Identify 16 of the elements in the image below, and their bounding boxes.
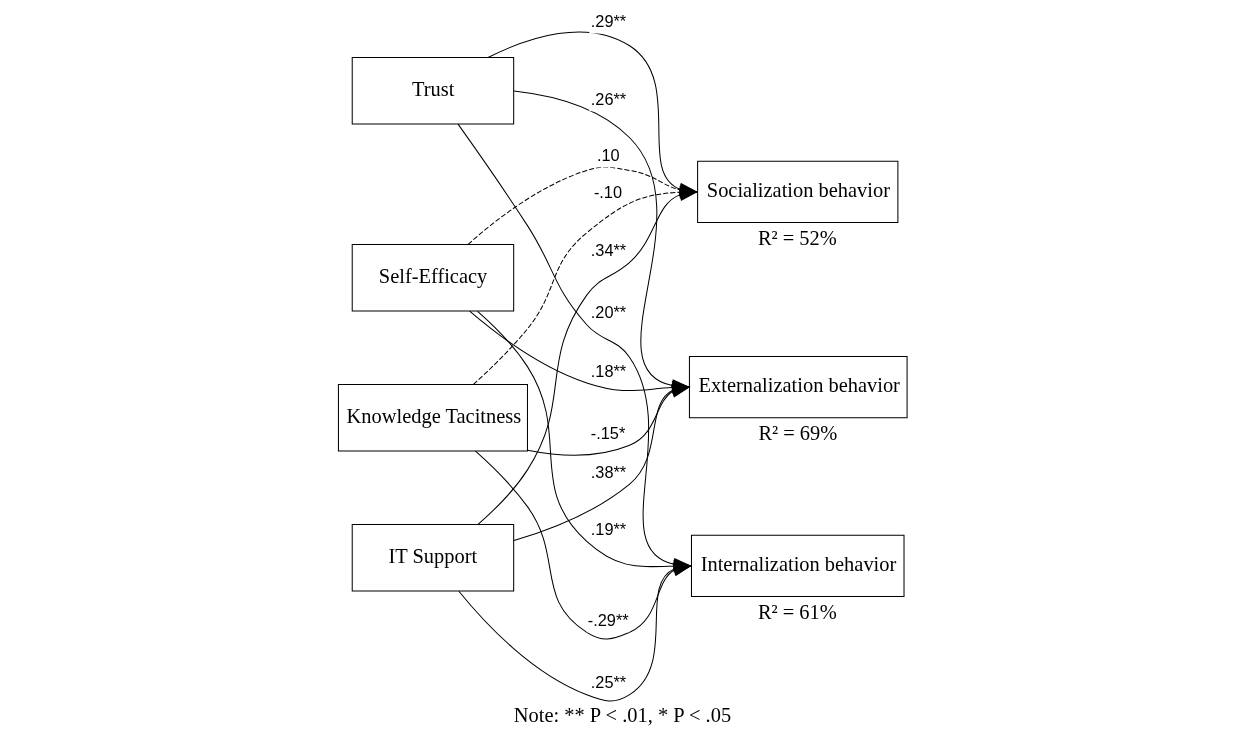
edge-label: .18** [590,361,626,380]
edge-label: .38** [590,462,626,481]
edge-label: -.29** [587,610,629,629]
edge-label: -.10 [593,182,622,201]
edge-label: .29** [590,11,626,30]
edge-label: .20** [590,302,626,321]
node-label: R² = 52% [757,226,837,249]
edge-label: -.15* [590,423,625,442]
edge-label: .25** [590,672,626,691]
edge-label: .19** [590,519,626,538]
edge-label: .26** [590,89,626,108]
edge-label: .34** [590,240,626,259]
node-label: R² = 61% [757,600,837,623]
caption: Note: ** P < .01, * P < .05 [513,703,731,726]
node-label: R² = 69% [757,421,837,444]
edge-label: .10 [596,145,620,164]
